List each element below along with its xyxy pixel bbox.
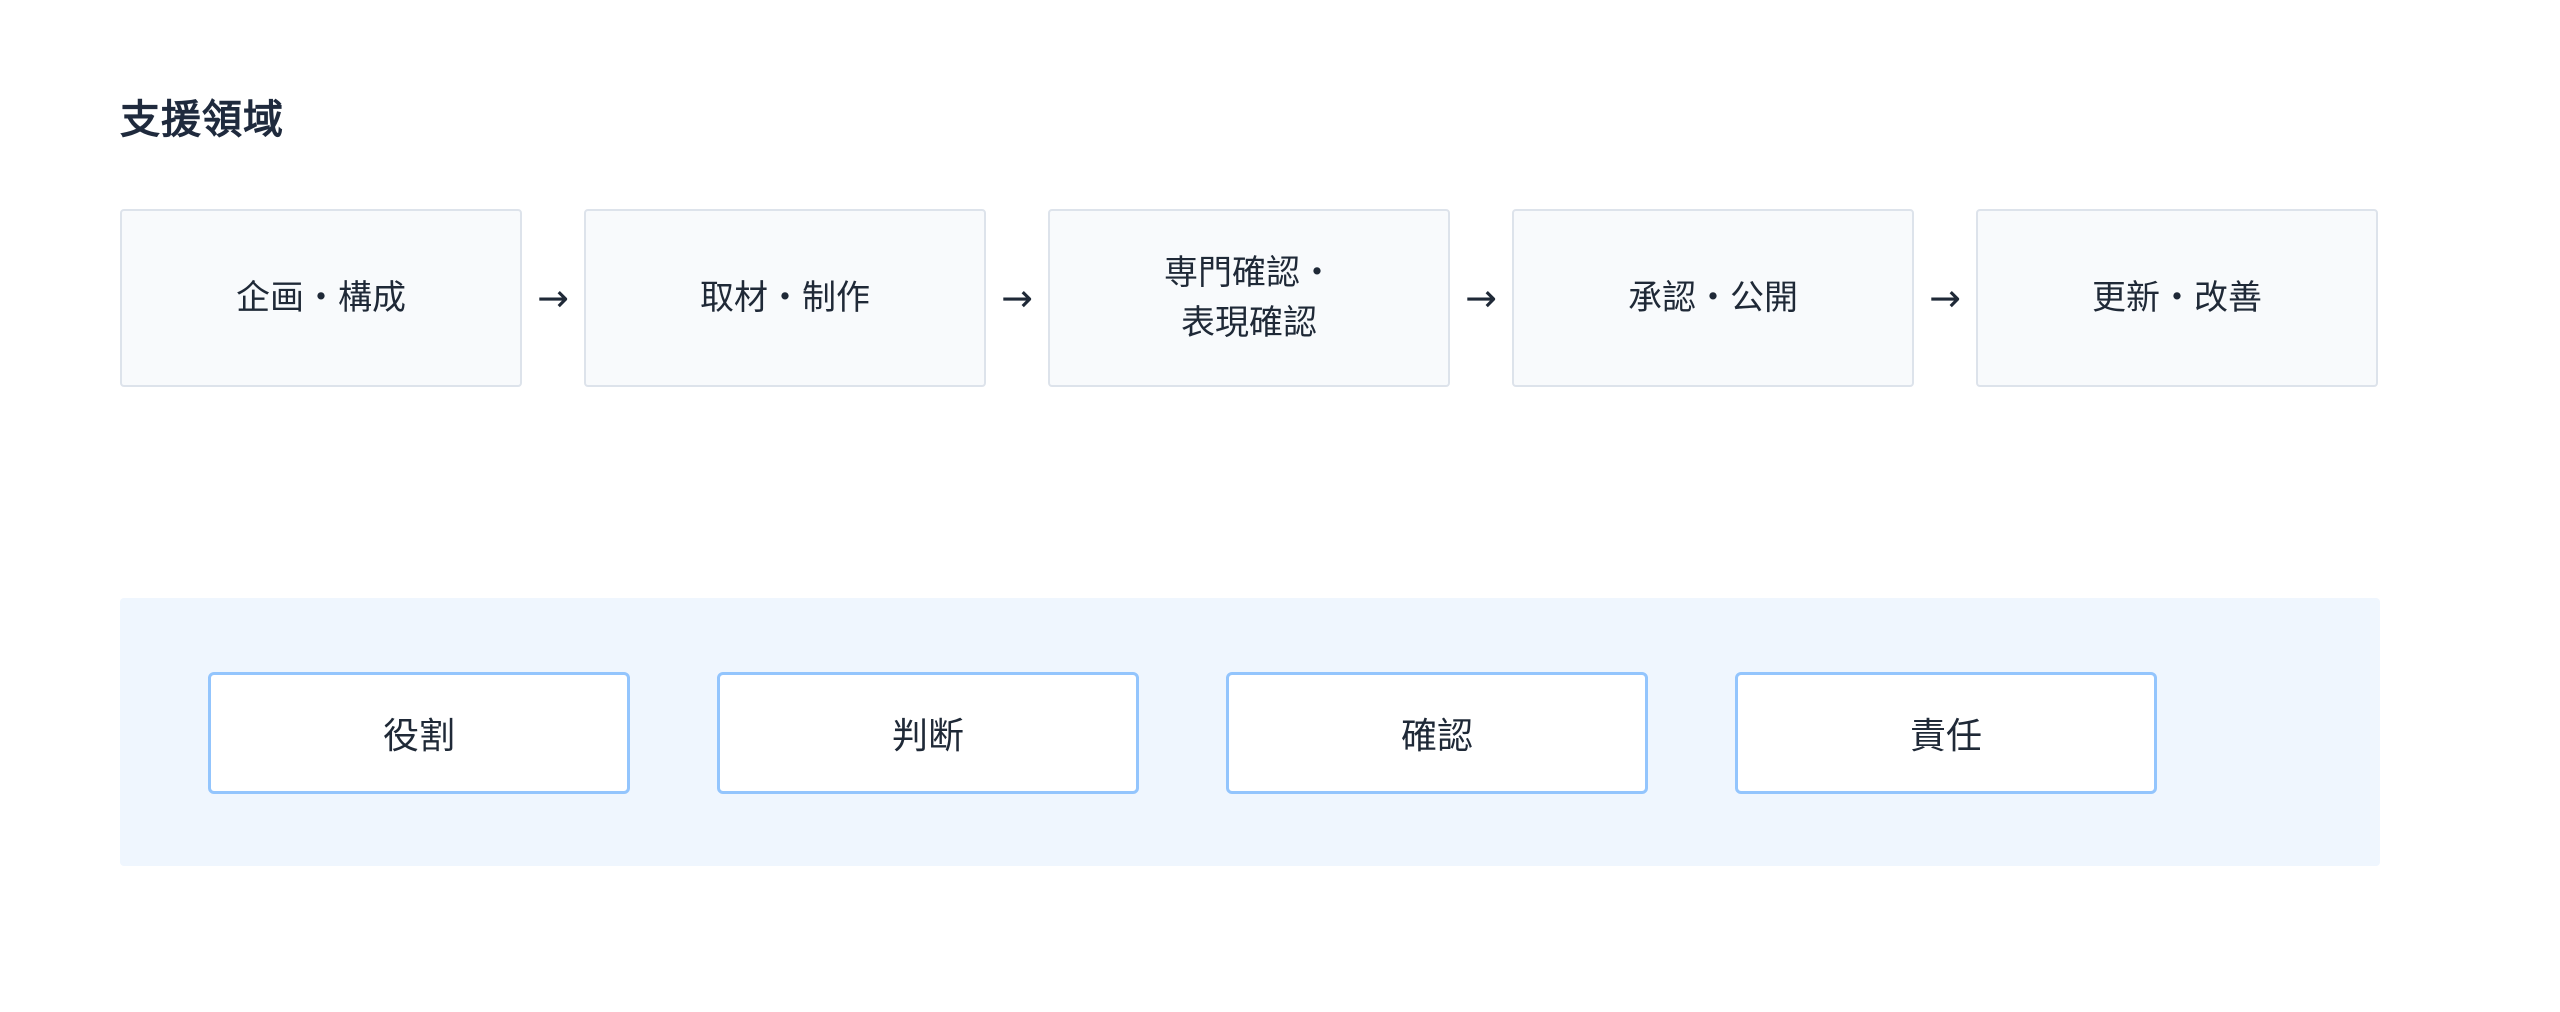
flow-step-planning: 企画・構成 [120, 209, 522, 387]
role-box-role: 役割 [208, 672, 630, 794]
section-title: 支援領域 [120, 97, 284, 143]
arrow-right-icon: → [1929, 276, 1961, 320]
role-box-judgment: 判断 [717, 672, 1139, 794]
roles-panel: 役割 判断 確認 責任 [120, 598, 2380, 866]
arrow-right-icon: → [537, 276, 569, 320]
flow-step-improve: 更新・改善 [1976, 209, 2378, 387]
flow-step-review: 専門確認・ 表現確認 [1048, 209, 1450, 387]
flow-step-production: 取材・制作 [584, 209, 986, 387]
arrow-right-icon: → [1465, 276, 1497, 320]
arrow-right-icon: → [1001, 276, 1033, 320]
process-flow: 企画・構成 → 取材・制作 → 専門確認・ 表現確認 → 承認・公開 → 更新・… [120, 208, 2380, 388]
role-box-responsibility: 責任 [1735, 672, 2157, 794]
flow-step-publish: 承認・公開 [1512, 209, 1914, 387]
role-box-confirmation: 確認 [1226, 672, 1648, 794]
